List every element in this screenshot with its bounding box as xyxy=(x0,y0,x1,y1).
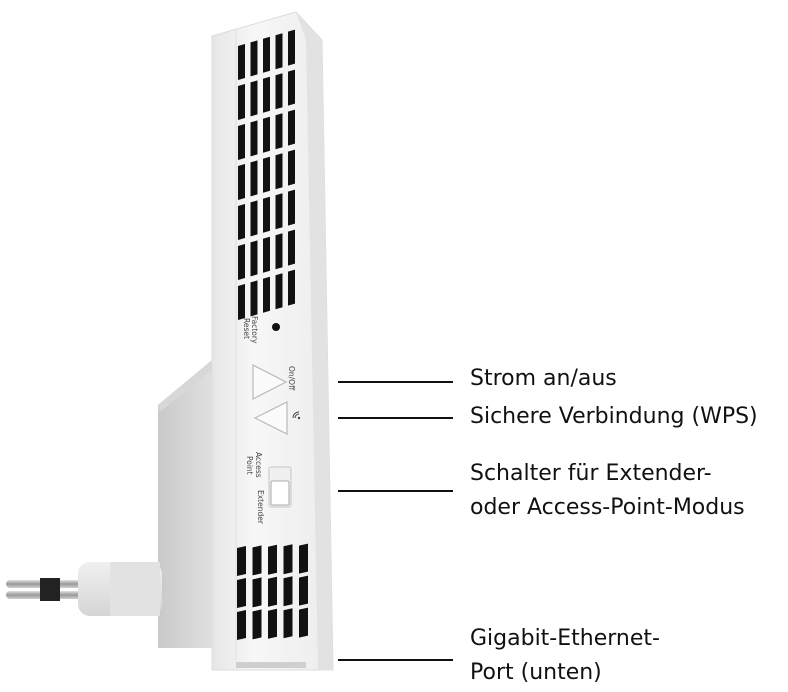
power-plug xyxy=(6,562,162,616)
vent-slot xyxy=(250,280,258,317)
vent-slot xyxy=(250,200,258,237)
vent-slot xyxy=(263,276,270,313)
callout-mode-line2: oder Access-Point-Modus xyxy=(470,495,745,520)
vent-slot xyxy=(238,84,245,120)
vent-slot xyxy=(237,610,246,640)
callout-wps: Sichere Verbindung (WPS) xyxy=(470,404,758,429)
wps-button[interactable] xyxy=(253,401,288,435)
callout-line-wps xyxy=(338,417,453,419)
callout-mode-line1: Schalter für Extender- xyxy=(470,461,712,486)
vent-slot xyxy=(237,546,246,576)
vent-slot xyxy=(238,244,245,280)
vent-slot xyxy=(288,189,295,226)
vent-slot xyxy=(263,116,270,153)
vent-slot xyxy=(275,193,283,230)
vent-slot xyxy=(288,69,295,106)
vent-slot xyxy=(263,236,270,273)
vent-slot xyxy=(252,609,262,640)
vent-slot xyxy=(238,44,245,80)
vent-slot xyxy=(268,544,277,575)
wps-icon xyxy=(292,411,301,420)
vent-slot xyxy=(250,40,258,77)
mode-switch[interactable] xyxy=(268,466,292,508)
vent-slot xyxy=(263,156,270,193)
extender-label: Extender xyxy=(256,490,265,525)
callout-power: Strom an/aus xyxy=(470,366,617,391)
callout-line-ethernet xyxy=(338,659,453,661)
vent-slot xyxy=(288,269,295,306)
vent-slot xyxy=(268,608,277,639)
top-vent-grille xyxy=(238,29,295,320)
reset-label: Reset xyxy=(242,318,251,339)
access-label: Access xyxy=(254,452,263,478)
factory-reset-pinhole[interactable] xyxy=(272,323,280,331)
vent-slot xyxy=(238,124,245,160)
bottom-vent-grille xyxy=(237,543,308,640)
vent-slot xyxy=(250,160,258,197)
mode-switch-slider[interactable] xyxy=(270,480,290,506)
callout-ethernet-line2: Port (unten) xyxy=(470,660,602,685)
back-housing xyxy=(158,360,212,648)
callout-line-power xyxy=(338,381,453,383)
ethernet-port[interactable] xyxy=(236,662,306,668)
vent-slot xyxy=(275,113,283,150)
vent-slot xyxy=(275,273,283,310)
vent-slot xyxy=(238,164,245,200)
factory-label: Factory xyxy=(250,316,259,344)
vent-slot xyxy=(299,575,308,606)
vent-slot xyxy=(283,608,293,639)
vent-slot xyxy=(263,76,270,113)
vent-slot xyxy=(237,578,246,608)
vent-slot xyxy=(299,543,308,574)
vent-slot xyxy=(238,284,245,320)
vent-slot xyxy=(250,120,258,157)
vent-slot xyxy=(275,73,283,110)
vent-slot xyxy=(288,229,295,266)
point-label: Point xyxy=(245,456,254,475)
vent-slot xyxy=(250,240,258,277)
vent-slot xyxy=(275,33,283,70)
vent-slot xyxy=(275,233,283,270)
vent-slot xyxy=(252,577,262,608)
vent-slot xyxy=(299,607,308,638)
vent-slot xyxy=(263,196,270,233)
onoff-label: On/Off xyxy=(287,366,296,391)
vent-slot xyxy=(238,204,245,240)
vent-slot xyxy=(263,36,270,73)
vent-slot xyxy=(283,544,293,575)
vent-slot xyxy=(283,576,293,607)
callout-line-mode xyxy=(338,490,453,492)
vent-slot xyxy=(288,109,295,146)
vent-slot xyxy=(288,149,295,186)
callout-ethernet-line1: Gigabit-Ethernet- xyxy=(470,626,660,651)
vent-slot xyxy=(252,545,262,576)
vent-slot xyxy=(250,80,258,117)
vent-slot xyxy=(288,29,295,66)
vent-slot xyxy=(275,153,283,190)
vent-slot xyxy=(268,576,277,607)
power-button[interactable] xyxy=(252,364,288,400)
